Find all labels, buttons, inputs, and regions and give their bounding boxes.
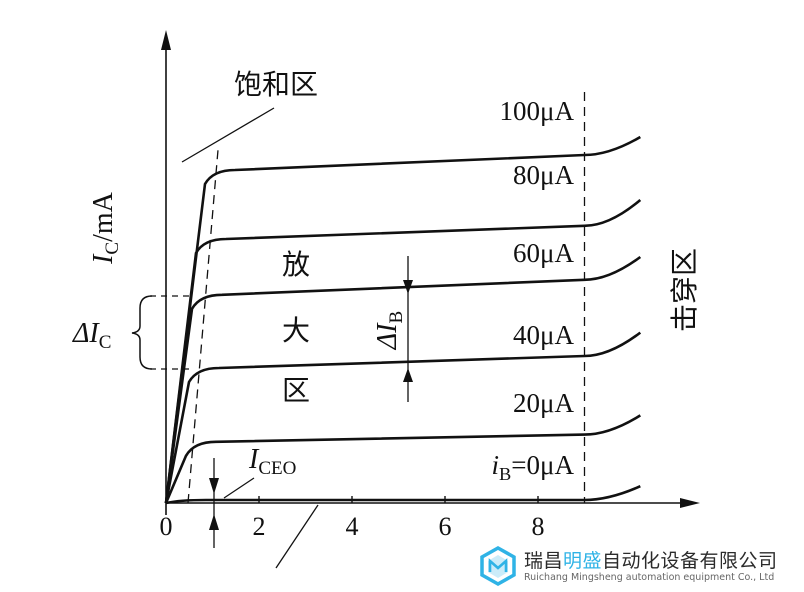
curve-40a xyxy=(164,331,642,504)
active-region-label: 大 xyxy=(282,314,310,347)
delta-ic-label: ΔIC xyxy=(72,318,111,353)
curve-60a xyxy=(164,255,642,504)
watermark-subtitle: Ruichang Mingsheng automation equipment … xyxy=(524,572,775,583)
delta-ib-label: ΔIB xyxy=(372,311,407,350)
company-logo-icon xyxy=(480,546,516,586)
x-tick-label: 4 xyxy=(346,512,359,541)
curve-20a xyxy=(164,414,641,504)
curve-100a xyxy=(164,135,641,504)
y-axis-arrow xyxy=(161,30,171,50)
y-axis-label: IC/mA xyxy=(88,191,123,265)
cutoff-leader-line xyxy=(275,504,319,569)
watermark-title: 瑞昌明盛自动化设备有限公司 xyxy=(524,550,778,572)
series-label: 60μA xyxy=(513,238,574,268)
watermark: 瑞昌明盛自动化设备有限公司 Ruichang Mingsheng automat… xyxy=(478,544,800,588)
series-label: 100μA xyxy=(500,96,575,126)
iceo-arrow-down xyxy=(209,478,219,494)
iceo-label: ICEO xyxy=(248,444,296,479)
curves xyxy=(164,135,642,505)
breakdown-region-label: 击穿区 xyxy=(668,248,701,332)
delta-ib-arrow-up xyxy=(403,368,413,382)
iceo-leader-line xyxy=(223,477,255,499)
curve-ib0a xyxy=(165,485,641,505)
delta-ic-brace xyxy=(131,295,153,370)
series-label: 40μA xyxy=(513,320,574,350)
x-axis-arrow xyxy=(680,498,700,508)
x-tick-label: 0 xyxy=(160,512,173,541)
saturation-region-label: 饱和区 xyxy=(234,68,318,101)
active-region-label: 放 xyxy=(282,248,310,281)
x-tick-label: 8 xyxy=(532,512,545,541)
series-label: iB=0μA xyxy=(492,450,575,484)
axes: 0 2 4 6 8 xyxy=(160,30,700,541)
labels: 100μA 80μA 60μA 40μA 20μA iB=0μA IC/mA xyxy=(88,96,574,484)
series-label: 80μA xyxy=(513,160,574,190)
x-tick-label: 2 xyxy=(253,512,266,541)
iceo-arrow-up xyxy=(209,514,219,530)
active-region-label: 区 xyxy=(282,374,310,407)
x-tick-label: 6 xyxy=(439,512,452,541)
curve-80a xyxy=(164,199,642,504)
saturation-leader-line xyxy=(181,107,275,163)
delta-ib-arrow-down xyxy=(403,280,413,294)
series-label: 20μA xyxy=(513,388,574,418)
